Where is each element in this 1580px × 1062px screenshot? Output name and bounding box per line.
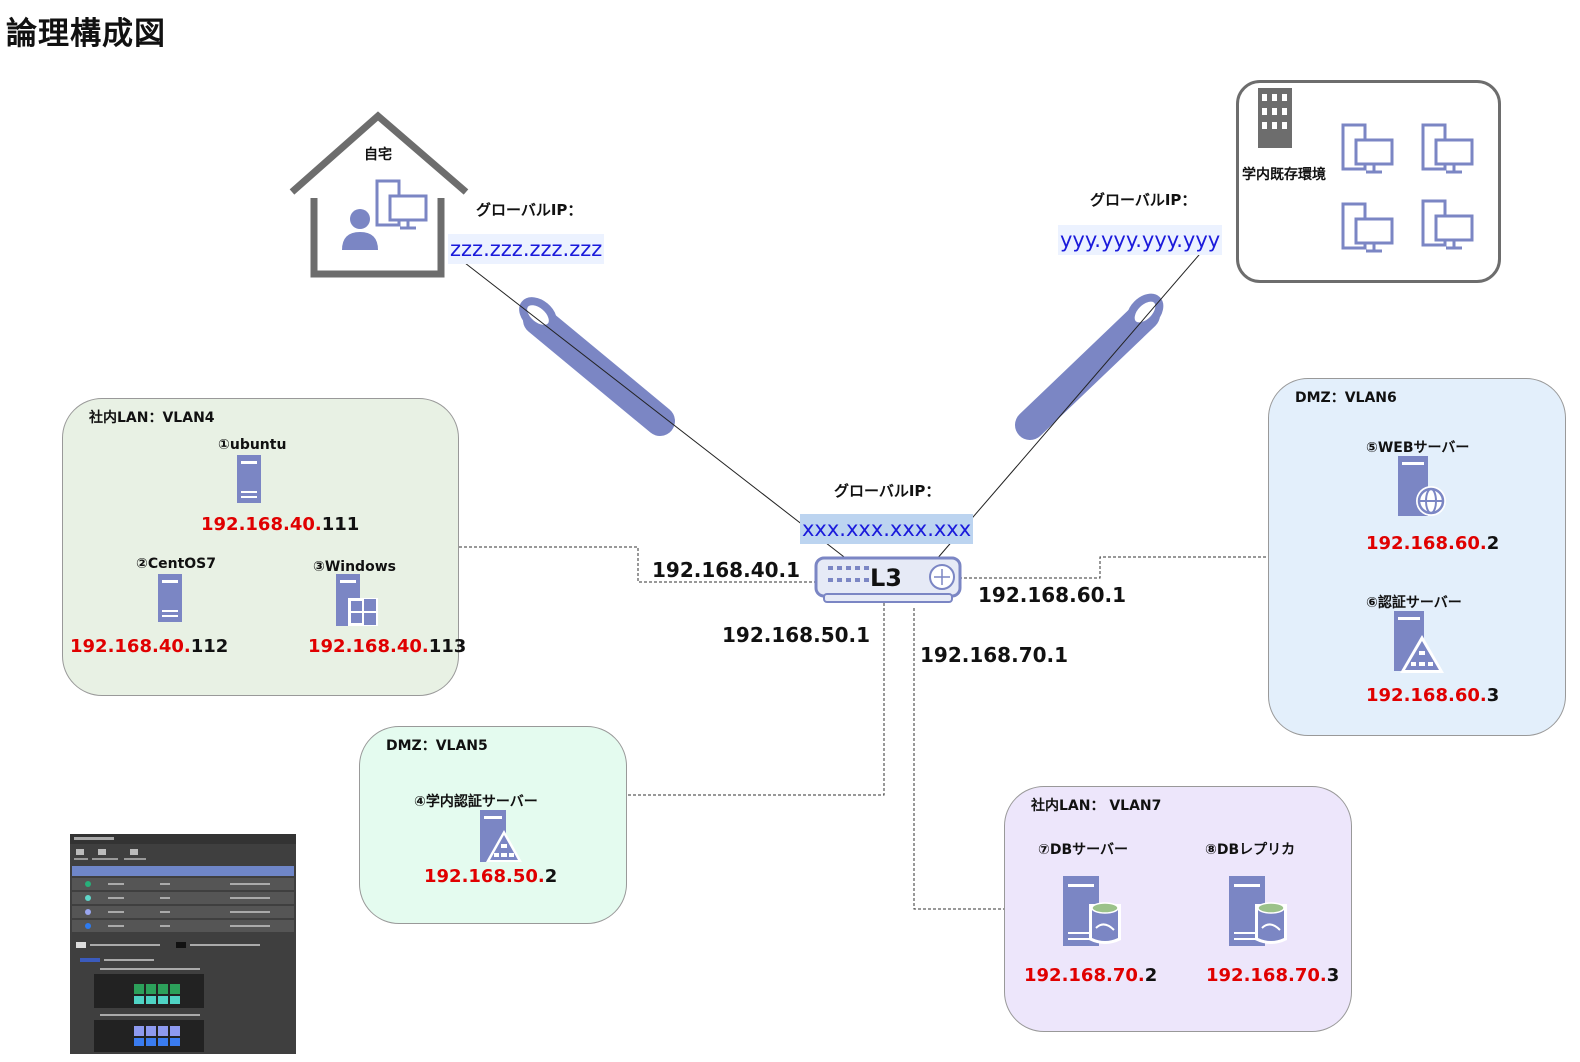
- gateway-vlan7: 192.168.70.1: [920, 643, 1069, 667]
- house-icon: [289, 111, 469, 278]
- pc-icon: [375, 179, 428, 230]
- gateway-vlan5: 192.168.50.1: [722, 623, 871, 647]
- zone-vlan6-title: DMZ：VLAN6: [1295, 390, 1397, 406]
- zone-vlan6: DMZ：VLAN6: [1268, 378, 1566, 736]
- gateway-vlan6: 192.168.60.1: [978, 583, 1127, 607]
- node-ip: 192.168.70.2: [1024, 965, 1158, 986]
- windows-server-icon: [336, 574, 378, 626]
- db-server-icon: [1229, 876, 1287, 946]
- pc-icon: [1421, 199, 1474, 250]
- zone-vlan5-title: DMZ：VLAN5: [386, 738, 488, 754]
- server-icon: [158, 574, 182, 622]
- home-label: 自宅: [364, 147, 392, 163]
- campus-global-ip: yyy.yyy.yyy.yyy: [1058, 225, 1223, 255]
- node-label: ③Windows: [313, 559, 396, 575]
- node-ip: 192.168.60.3: [1366, 685, 1500, 706]
- node-ip: 192.168.40.112: [70, 636, 229, 657]
- node-label: ⑤WEBサーバー: [1366, 440, 1470, 456]
- node-ip: 192.168.50.2: [424, 866, 558, 887]
- zone-vlan4: 社内LAN：VLAN4: [62, 398, 459, 696]
- campus-label: 学内既存環境: [1242, 167, 1326, 183]
- node-ip: 192.168.60.2: [1366, 533, 1500, 554]
- server-icon: [237, 455, 261, 503]
- node-label: ⑦DBサーバー: [1038, 842, 1129, 858]
- router-icon: [814, 556, 962, 603]
- node-label: ②CentOS7: [136, 556, 217, 572]
- auth-server-icon: [1394, 611, 1444, 673]
- user-icon: [342, 209, 378, 250]
- node-label: ⑧DBレプリカ: [1205, 842, 1296, 858]
- vpn-tunnel-icon: [1015, 293, 1164, 440]
- gateway-vlan4: 192.168.40.1: [652, 558, 801, 582]
- home-global-ip: zzz.zzz.zzz.zzz: [448, 234, 605, 264]
- db-server-icon: [1063, 876, 1121, 946]
- zone-vlan7-title: 社内LAN： VLAN7: [1031, 798, 1162, 814]
- zone-vlan7: 社内LAN： VLAN7: [1004, 786, 1352, 1032]
- pc-icon: [1341, 202, 1394, 253]
- building-icon: [1258, 88, 1292, 148]
- web-server-icon: [1398, 456, 1446, 516]
- home-global-ip-label: グローバルIP：: [476, 201, 583, 219]
- router-global-ip-label: グローバルIP：: [834, 482, 941, 500]
- campus-global-ip-label: グローバルIP：: [1090, 191, 1197, 209]
- node-ip: 192.168.40.113: [308, 636, 467, 657]
- pc-icon: [1341, 123, 1394, 174]
- zone-vlan4-title: 社内LAN：VLAN4: [89, 410, 215, 426]
- pc-icon: [1421, 123, 1474, 174]
- vlan-settings-thumbnail: [70, 834, 296, 1052]
- page-title: 論理構成図: [6, 16, 166, 52]
- node-label: ④学内認証サーバー: [414, 794, 538, 810]
- vpn-tunnel-icon: [519, 297, 675, 436]
- vlan-settings-screenshot: [70, 834, 296, 1054]
- campus-box: [1236, 80, 1501, 283]
- node-ip: 192.168.40.111: [201, 514, 360, 535]
- router-global-ip: xxx.xxx.xxx.xxx: [800, 514, 974, 544]
- node-label: ⑥認証サーバー: [1366, 595, 1462, 611]
- node-label: ①ubuntu: [218, 437, 287, 453]
- router-label: L3: [870, 564, 902, 592]
- auth-server-icon: [480, 810, 522, 862]
- node-ip: 192.168.70.3: [1206, 965, 1340, 986]
